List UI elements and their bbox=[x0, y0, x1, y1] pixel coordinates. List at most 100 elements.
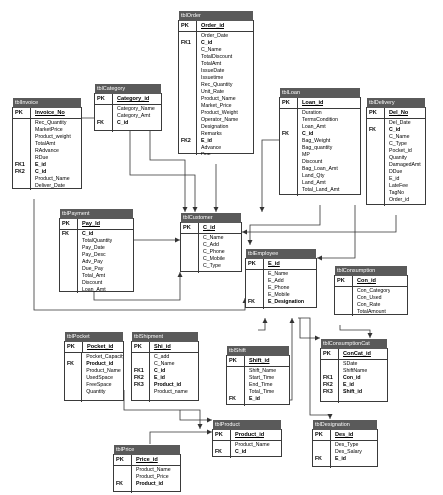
column-name: Product_id bbox=[154, 382, 182, 388]
column-name: Con_id bbox=[343, 375, 361, 381]
column-key bbox=[15, 134, 30, 141]
column-name: C_Name bbox=[389, 134, 410, 140]
column-name: E_Designation bbox=[268, 299, 305, 305]
column-name: Adv_Pay bbox=[82, 259, 103, 265]
pk-field: Shi_id bbox=[154, 344, 171, 350]
column-name: Des_Type bbox=[335, 442, 359, 448]
column-key: FK1 bbox=[15, 162, 25, 168]
column-key bbox=[229, 368, 244, 375]
column-key bbox=[282, 180, 297, 187]
column-key: FK bbox=[116, 481, 123, 487]
key-column bbox=[181, 234, 199, 273]
column-name: DDue bbox=[389, 169, 403, 175]
column-key bbox=[15, 183, 30, 190]
column-key: FK1 bbox=[181, 40, 191, 46]
column-name: Product_Name bbox=[201, 96, 236, 102]
column-key: FK bbox=[369, 127, 376, 133]
column-name: C_id bbox=[201, 40, 213, 46]
table-title: tblInvoice bbox=[13, 98, 81, 108]
column-key: FK bbox=[62, 231, 69, 237]
column-name: E_Name bbox=[268, 271, 289, 277]
column-name: TotalDiscount bbox=[201, 54, 233, 60]
column-key bbox=[369, 148, 384, 155]
column-name: TotalAmount bbox=[357, 309, 386, 315]
column-name: Rec_Quantity bbox=[201, 82, 233, 88]
relationship-arrowhead bbox=[197, 424, 203, 429]
pk-label: PK bbox=[65, 342, 83, 352]
column-name: Quantity bbox=[86, 389, 106, 395]
column-name: IssueDate bbox=[201, 68, 225, 74]
column-key bbox=[369, 155, 384, 162]
pk-field: Order_id bbox=[201, 23, 225, 29]
key-column bbox=[335, 287, 353, 316]
column-key bbox=[337, 309, 352, 316]
column-name: E_id bbox=[249, 396, 260, 402]
primary-key-row: PK Pocket_id bbox=[65, 342, 123, 353]
column-name: TermsCondition bbox=[302, 117, 339, 123]
column-key bbox=[282, 159, 297, 166]
column-name: Land_Amt bbox=[302, 180, 326, 186]
pk-field: Pocket_id bbox=[87, 344, 114, 350]
column-name: C_Type bbox=[203, 263, 221, 269]
column-key: FK bbox=[282, 131, 289, 137]
column-key bbox=[67, 389, 81, 396]
key-column: FK bbox=[313, 441, 331, 468]
table-title: tblCategory bbox=[95, 84, 161, 94]
column-name: Category_Name bbox=[117, 106, 155, 112]
relationship-line bbox=[317, 205, 356, 259]
pk-label: PK bbox=[280, 98, 298, 108]
relationship-arrowhead bbox=[259, 207, 265, 212]
column-key: FK bbox=[215, 449, 222, 455]
column-key bbox=[282, 152, 297, 159]
column-key bbox=[337, 302, 352, 309]
column-name: Issuetime bbox=[201, 75, 224, 81]
column-key bbox=[62, 280, 77, 287]
pk-field: Des_id bbox=[335, 432, 354, 438]
column-key: FK2 bbox=[134, 375, 144, 381]
column-name: Product_id bbox=[136, 481, 164, 487]
pk-label: PK bbox=[114, 455, 132, 465]
pk-label: PK bbox=[213, 430, 231, 440]
column-key bbox=[15, 141, 30, 148]
table-title: tblConsumptionCat bbox=[321, 339, 387, 349]
column-key bbox=[369, 134, 384, 141]
column-key bbox=[62, 266, 77, 273]
column-key bbox=[67, 354, 81, 361]
column-name: Due bbox=[201, 152, 211, 155]
column-key bbox=[229, 375, 244, 382]
relationship-arrowhead bbox=[175, 237, 180, 243]
column-key bbox=[181, 47, 196, 54]
column-key: FK bbox=[97, 120, 104, 126]
table-title: tblDelivery bbox=[367, 98, 425, 108]
column-name: Shift_id bbox=[343, 389, 363, 395]
column-key bbox=[62, 287, 77, 294]
column-key bbox=[181, 75, 196, 82]
